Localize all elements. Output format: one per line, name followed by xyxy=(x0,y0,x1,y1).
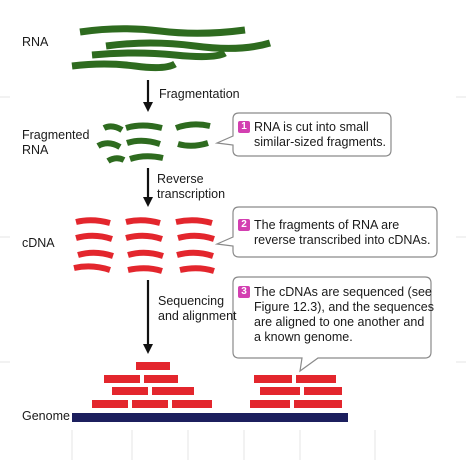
rna-fragment xyxy=(96,140,122,150)
arrow-head xyxy=(143,102,153,112)
rna-fragments xyxy=(96,121,211,164)
read xyxy=(136,362,170,370)
step-badge-3: 3 xyxy=(238,286,250,298)
cdna-fragment xyxy=(177,232,215,242)
rna-fragment xyxy=(106,155,126,164)
read xyxy=(152,387,194,395)
aligned-reads xyxy=(92,362,342,408)
rna-strand xyxy=(79,25,246,37)
step-badge-2: 2 xyxy=(238,219,250,231)
stage-label-genome: Genome xyxy=(22,409,70,423)
stage-label-cdna: cDNA xyxy=(22,236,55,250)
read xyxy=(304,387,342,395)
stage-label-rna: RNA xyxy=(22,35,49,49)
callout-box-3 xyxy=(232,276,432,373)
cdna-fragment xyxy=(176,249,214,259)
read xyxy=(132,400,168,408)
cdna-fragment xyxy=(179,265,215,274)
rna-strands xyxy=(71,25,272,72)
arrow-label-reverse-transcription: Reverse transcription xyxy=(157,172,226,201)
cdna-fragment xyxy=(125,232,163,242)
rna-fragment xyxy=(125,122,163,131)
read xyxy=(144,375,178,383)
rna-fragment xyxy=(174,121,211,131)
callout-box-1 xyxy=(214,112,392,157)
cdna-fragment xyxy=(125,217,161,226)
stage-label-fragmented-rna: Fragmented RNA xyxy=(22,128,90,157)
cdna-fragment xyxy=(127,249,164,259)
cdna-fragments xyxy=(73,217,215,274)
callout-text-2: The fragments of RNA are reverse transcr… xyxy=(254,218,431,247)
cdna-fragment xyxy=(75,217,111,226)
process-arrows xyxy=(143,80,153,354)
rna-strand xyxy=(71,60,177,72)
callout-boxes xyxy=(214,112,438,373)
read xyxy=(294,400,342,408)
guide-lines xyxy=(0,96,466,460)
read xyxy=(112,387,148,395)
callout-box-2 xyxy=(214,206,438,258)
read xyxy=(104,375,140,383)
cdna-fragment xyxy=(73,263,111,273)
genome-bar xyxy=(72,413,348,422)
read xyxy=(92,400,128,408)
rna-fragment xyxy=(102,123,124,133)
callout-text-1: RNA is cut into small similar-sized frag… xyxy=(254,120,386,149)
cdna-fragment xyxy=(127,265,163,274)
callout-text-3: The cDNAs are sequenced (see Figure 12.3… xyxy=(254,285,434,344)
step-badge-1: 1 xyxy=(238,121,250,133)
read xyxy=(260,387,300,395)
read xyxy=(296,375,336,383)
read xyxy=(250,400,290,408)
arrow-label-fragmentation: Fragmentation xyxy=(159,87,240,101)
rna-strand xyxy=(91,49,227,61)
arrow-head xyxy=(143,344,153,354)
rna-strand xyxy=(105,39,272,52)
arrow-head xyxy=(143,197,153,207)
rna-fragment xyxy=(177,140,209,149)
cdna-fragment xyxy=(175,217,213,226)
read xyxy=(172,400,212,408)
cdna-fragment xyxy=(75,232,113,242)
arrow-label-sequencing: Sequencing and alignment xyxy=(158,294,237,323)
read xyxy=(254,375,292,383)
rna-fragment xyxy=(126,137,161,147)
cdna-fragment xyxy=(77,249,114,259)
rna-fragment xyxy=(129,153,164,162)
